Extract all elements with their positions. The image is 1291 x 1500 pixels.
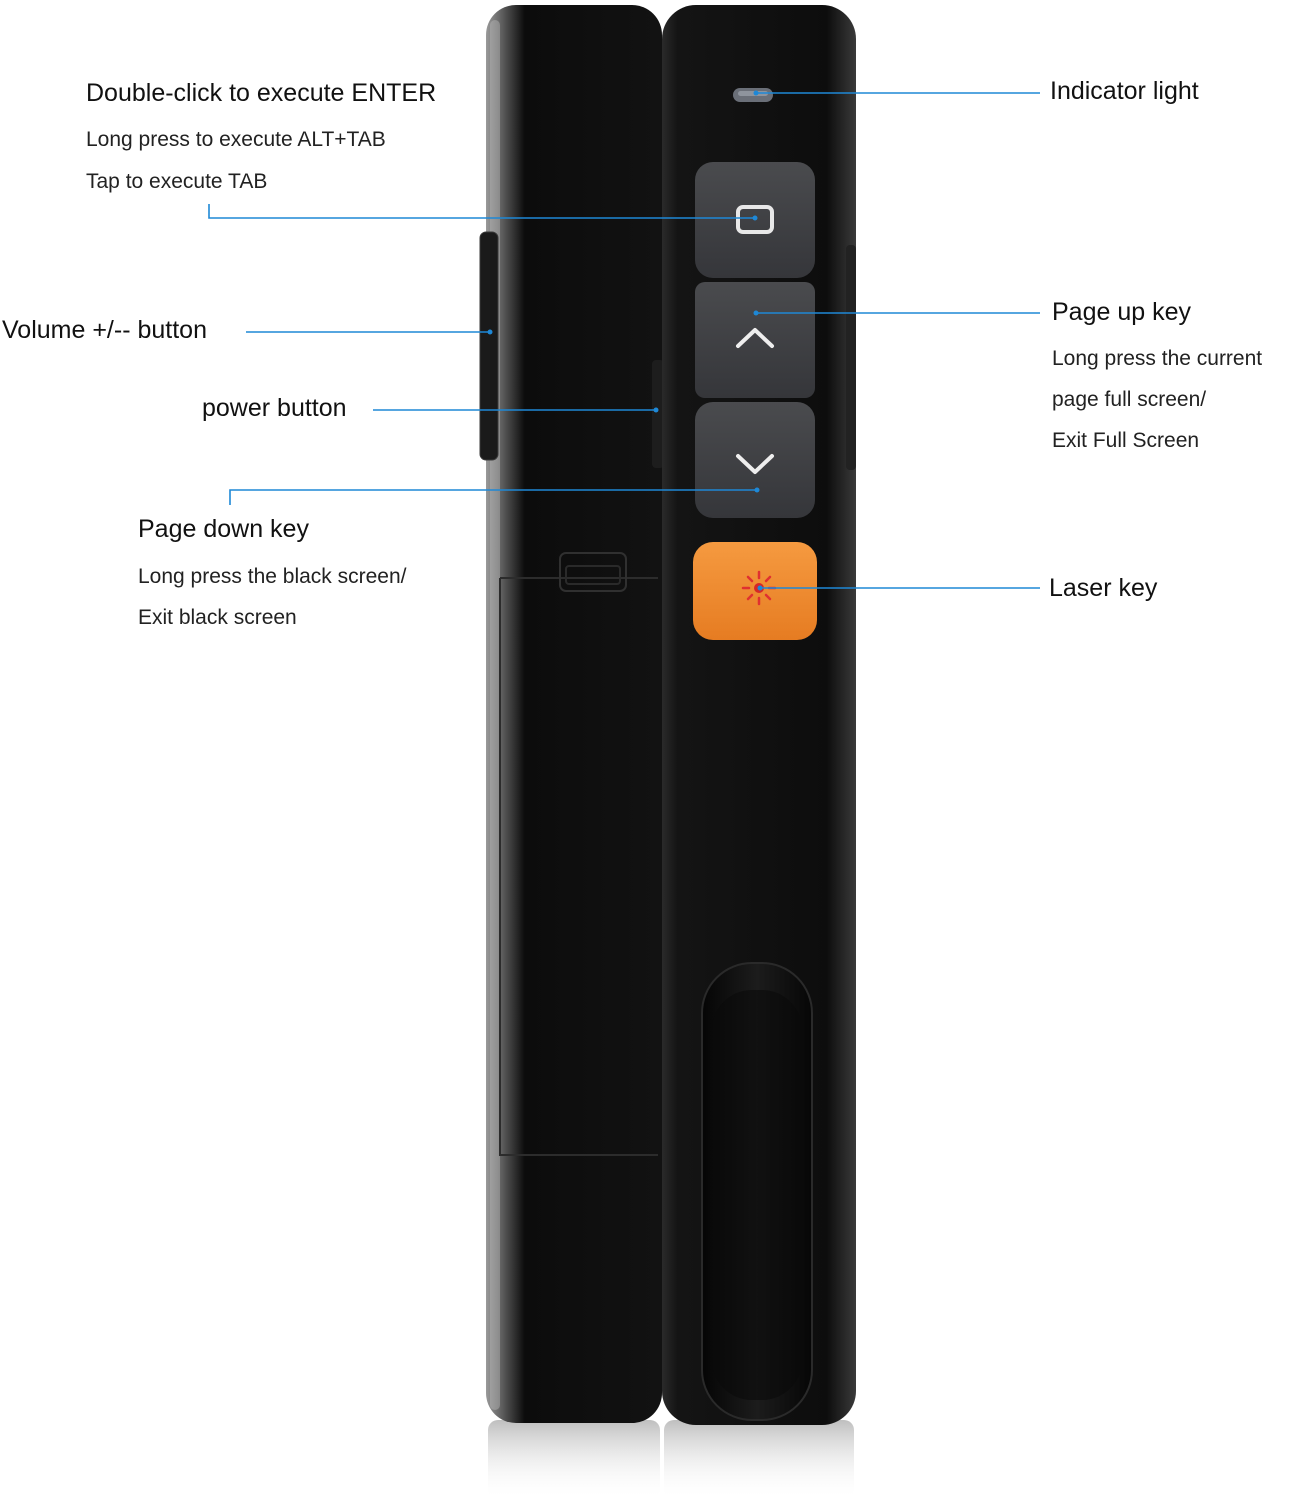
- chevron-up-icon: [736, 328, 774, 348]
- enter-callout-title: Double-click to execute ENTER: [86, 79, 437, 107]
- front-right-edge: [846, 245, 856, 470]
- volume-callout-title: Volume +/-- button: [2, 316, 207, 344]
- page-down-callout-line1: Long press the black screen/: [138, 565, 407, 588]
- page-down-callout-line2: Exit black screen: [138, 606, 297, 629]
- page-up-key[interactable]: [695, 282, 815, 398]
- left-reflection: [488, 1420, 660, 1500]
- square-icon: [736, 205, 774, 234]
- volume-button[interactable]: [479, 231, 499, 461]
- cover-latch: [559, 552, 627, 592]
- enter-leader-line: [208, 204, 755, 219]
- page-up-callout-line1: Long press the current: [1052, 347, 1263, 370]
- right-reflection: [664, 1420, 854, 1500]
- chevron-down-icon: [736, 454, 774, 474]
- page-down-callout-title: Page down key: [138, 515, 309, 543]
- indicator-callout-title: Indicator light: [1050, 77, 1199, 105]
- page-down-key[interactable]: [695, 402, 815, 518]
- power-callout-title: power button: [202, 394, 347, 422]
- enter-callout-line2: Tap to execute TAB: [86, 170, 268, 193]
- battery-cover-seam: [499, 577, 658, 1156]
- cover-latch-inner: [565, 565, 621, 585]
- page-down-leader-line: [229, 489, 757, 505]
- laser-callout-title: Laser key: [1049, 574, 1158, 602]
- page-up-callout-title: Page up key: [1052, 298, 1191, 326]
- side-edge-highlight: [490, 20, 500, 1410]
- device-side-body: [486, 5, 662, 1423]
- enter-callout-line1: Long press to execute ALT+TAB: [86, 128, 386, 151]
- page-up-callout-line3: Exit Full Screen: [1052, 429, 1200, 452]
- power-button[interactable]: [652, 360, 664, 468]
- page-up-callout-line2: page full screen/: [1052, 388, 1207, 411]
